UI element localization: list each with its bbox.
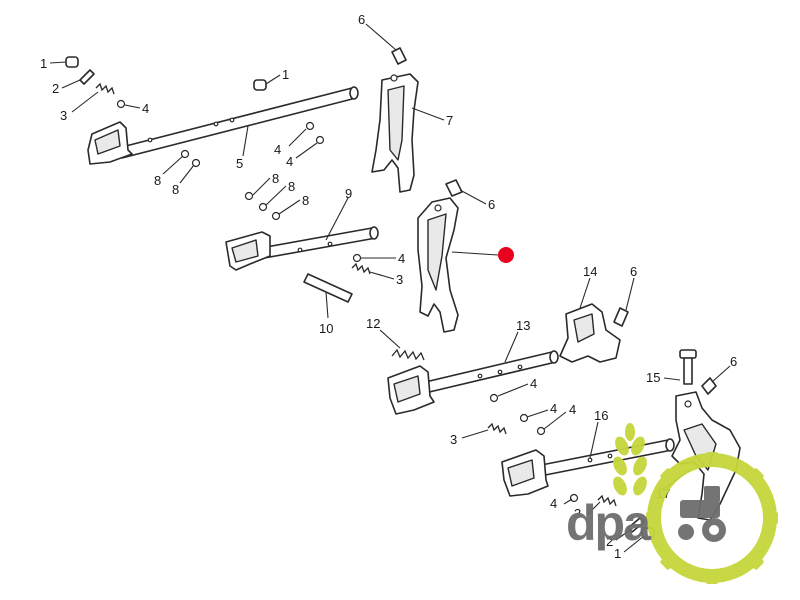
ball-4-bottom (569, 493, 579, 503)
callout-8: 8 (272, 171, 279, 186)
callout-3: 3 (60, 108, 67, 123)
callout-2: 2 (52, 81, 59, 96)
gear-icon (646, 452, 778, 584)
shift-rod-16 (501, 438, 675, 497)
spring-12 (391, 348, 425, 361)
callout-8: 8 (288, 179, 295, 194)
ball-4-middle (305, 121, 325, 145)
setscrew-6-fork14 (613, 307, 629, 327)
spring-3-rod9 (351, 262, 371, 275)
ball-4-top-left (116, 99, 126, 109)
callout-15: 15 (646, 370, 660, 385)
selected-part-marker[interactable] (498, 247, 514, 263)
callout-1: 1 (614, 546, 621, 561)
shift-fork-center (417, 197, 459, 333)
bushing-2-bottom (627, 517, 645, 533)
leader-lines (49, 23, 731, 553)
shift-rod-5 (87, 86, 359, 165)
ball-8-left (180, 149, 201, 168)
setscrew-6-top (391, 47, 407, 65)
callout-4: 4 (286, 154, 293, 169)
spring-3-top-left (95, 82, 115, 95)
watermark-text: dpa (566, 495, 652, 551)
callout-5: 5 (236, 156, 243, 171)
callout-4: 4 (550, 401, 557, 416)
callout-8: 8 (154, 173, 161, 188)
callout-10: 10 (319, 321, 333, 336)
shift-fork-14 (559, 303, 621, 363)
callout-4: 4 (274, 142, 281, 157)
callout-8: 8 (172, 182, 179, 197)
ball-8-middle (244, 191, 281, 221)
callout-9: 9 (345, 186, 352, 201)
callout-16: 16 (594, 408, 608, 423)
callout-4: 4 (142, 101, 149, 116)
ball-4-rod13 (489, 393, 546, 436)
tractor-icon (678, 486, 726, 542)
callout-1: 1 (282, 67, 289, 82)
ball-4-rod9 (352, 253, 362, 263)
callout-6: 6 (630, 264, 637, 279)
spring-3-bottom (597, 494, 617, 507)
callout-13: 13 (516, 318, 530, 333)
bolt-15 (679, 349, 697, 385)
pin-1-top-left (65, 56, 79, 68)
callout-8: 8 (302, 193, 309, 208)
callout-3: 3 (574, 506, 581, 521)
callout-6: 6 (730, 354, 737, 369)
dpa-watermark-logo: dpa (566, 423, 778, 584)
bushing-2-top-left (79, 69, 95, 85)
callout-6: 6 (358, 12, 365, 27)
callout-4: 4 (530, 376, 537, 391)
callout-12: 12 (366, 316, 380, 331)
interlock-pin-10 (303, 273, 353, 303)
callout-7: 7 (446, 113, 453, 128)
shift-rod-9 (225, 226, 379, 271)
callout-6: 6 (488, 197, 495, 212)
callout-3: 3 (396, 272, 403, 287)
callout-14: 14 (583, 264, 597, 279)
callout-2: 2 (606, 534, 613, 549)
callout-4: 4 (569, 402, 576, 417)
callout-1: 1 (40, 56, 47, 71)
callout-3: 3 (450, 432, 457, 447)
callout-labels: 1 2 3 4 1 5 6 7 8 8 4 4 8 8 8 9 4 3 10 6… (40, 12, 737, 561)
shift-rod-13 (387, 350, 559, 415)
callout-4: 4 (550, 496, 557, 511)
spring-3-rod13 (487, 422, 507, 435)
wheat-icon (613, 423, 647, 496)
pin-1-top (253, 79, 267, 91)
shift-fork-7 (371, 73, 419, 193)
callout-4: 4 (398, 251, 405, 266)
setscrew-6-center (445, 179, 463, 197)
